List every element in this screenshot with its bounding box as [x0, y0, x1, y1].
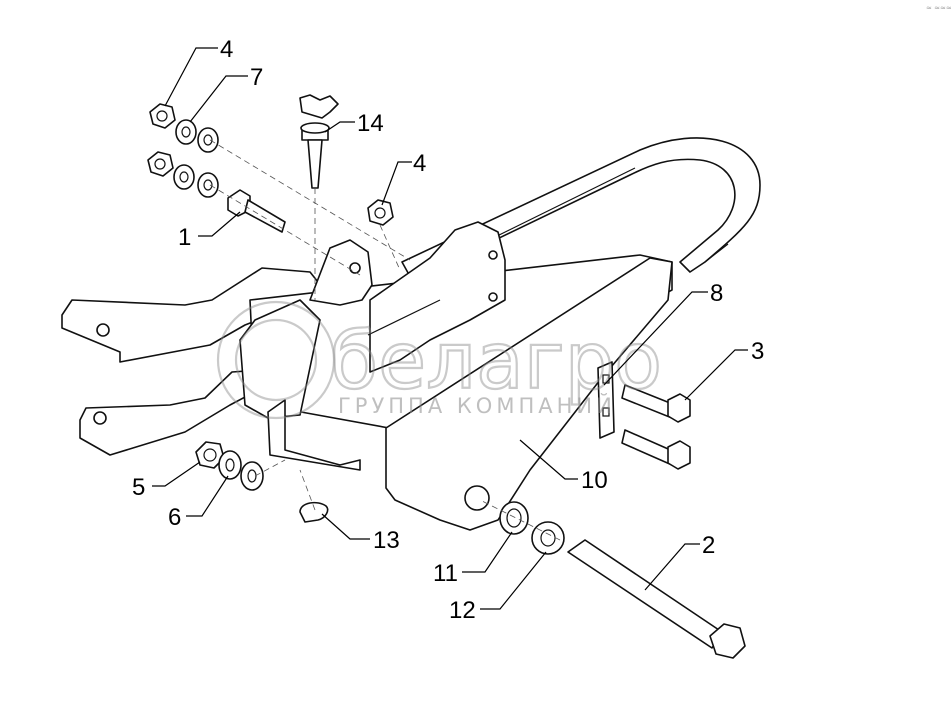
main-frame [239, 221, 673, 531]
washers-6 [218, 450, 264, 491]
callout-6: 6 [168, 504, 181, 531]
callout-1: 1 [178, 224, 191, 251]
callout-4-right: 4 [413, 150, 426, 177]
watermark-logo-text: белагро [330, 317, 662, 407]
callout-2: 2 [702, 532, 715, 559]
callout-7: 7 [250, 64, 263, 91]
lower-left-arm [79, 369, 263, 456]
callout-4-top: 4 [220, 36, 233, 63]
watermark-tagline: ГРУППА КОМПАНИЙ [338, 393, 616, 418]
callouts: 4 7 14 4 1 8 3 10 5 6 13 2 11 12 [132, 36, 764, 624]
assembly-lines [209, 139, 561, 541]
callout-3: 3 [751, 338, 764, 365]
callout-11: 11 [433, 560, 458, 587]
callout-5: 5 [132, 474, 145, 501]
callout-13: 13 [373, 527, 400, 554]
watermark-logo: белагро ГРУППА КОМПАНИЙ [216, 300, 663, 420]
bolts-3 [621, 384, 691, 470]
callout-14: 14 [357, 110, 384, 137]
bolt-1 [227, 189, 286, 233]
bolt-2 [567, 539, 746, 659]
cotter-13 [299, 501, 329, 523]
nut-4-upper [149, 103, 176, 129]
washers-7 [173, 119, 219, 198]
pin-14 [299, 94, 339, 189]
nut-4-right [367, 199, 394, 226]
callout-8: 8 [710, 280, 723, 307]
nut-4-middle [147, 151, 174, 177]
callout-10: 10 [581, 467, 608, 494]
callout-12: 12 [449, 597, 476, 624]
bushing-12 [531, 521, 565, 555]
leader-lines [152, 47, 748, 610]
corner-mark: ≈ ≈≈≈ [926, 4, 951, 12]
bushing-11 [499, 501, 529, 535]
